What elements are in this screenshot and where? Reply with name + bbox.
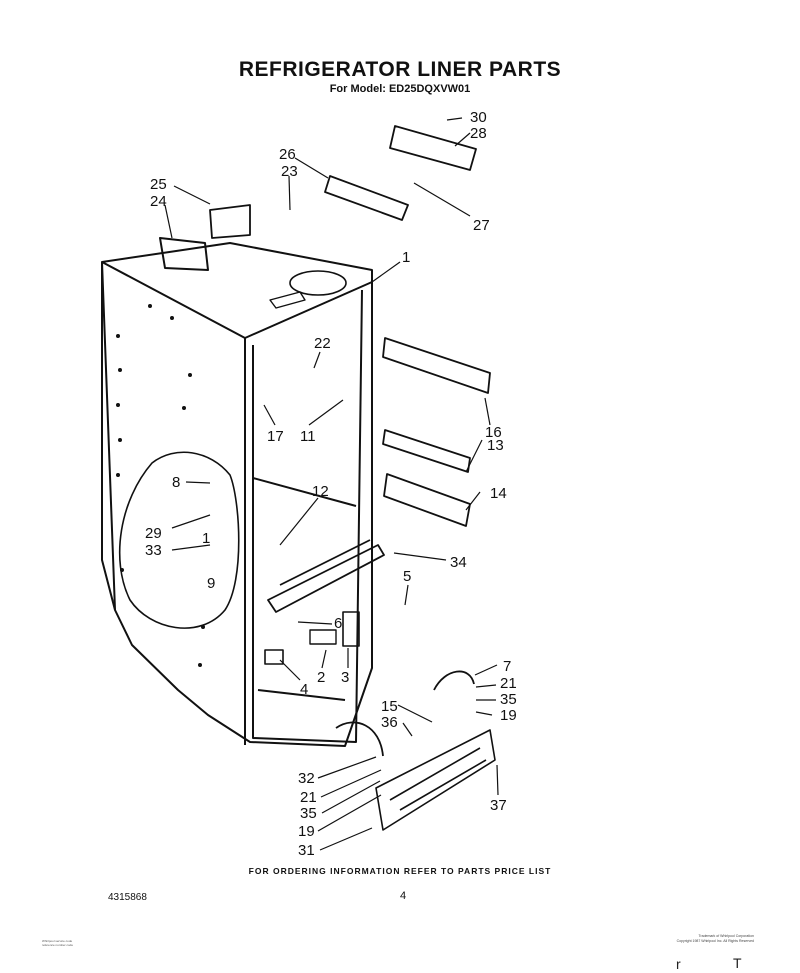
part-2	[309, 629, 337, 645]
stray-mark: r	[676, 956, 681, 972]
callout-24: 24	[150, 193, 167, 210]
stray-mark: T	[733, 955, 742, 971]
callout-25: 25	[150, 176, 167, 193]
callout-32: 32	[298, 770, 315, 787]
top-dome	[289, 270, 347, 296]
callout-30: 30	[470, 109, 487, 126]
callout-3: 3	[341, 669, 349, 686]
callout-37: 37	[490, 797, 507, 814]
liner-inner-floor	[252, 477, 357, 701]
page-title: REFRIGERATOR LINER PARTS	[238, 58, 562, 81]
ordering-note: FOR ORDERING INFORMATION REFER TO PARTS …	[248, 866, 552, 876]
callout-28: 28	[470, 125, 487, 142]
callout-26: 26	[279, 146, 296, 163]
shelf-34	[267, 539, 385, 613]
liner-top-edge	[101, 261, 373, 339]
bracket-26	[324, 175, 409, 221]
callout-11: 11	[300, 428, 316, 445]
liner-front-opening	[244, 289, 363, 745]
callout-22: 22	[314, 335, 331, 352]
fine-print-left: Whirlpool service code reference number …	[42, 939, 73, 947]
callout-35b: 35	[300, 805, 317, 822]
rail-13	[382, 429, 471, 473]
callout-7: 7	[503, 658, 511, 675]
callout-14: 14	[490, 485, 507, 502]
callout-1: 1	[402, 249, 410, 266]
callout-21: 21	[500, 675, 517, 692]
callout-12: 12	[312, 483, 329, 500]
callout-9: 9	[207, 575, 215, 592]
model-line: For Model: ED25DQXVW01	[329, 83, 471, 95]
fine-print-right-line: Copyright 1987 Whirlpool Inc. All Rights…	[676, 939, 754, 943]
callout-17: 17	[267, 428, 284, 445]
fine-print-left-line: Whirlpool service code	[42, 939, 73, 943]
callout-labels: 30 28 26 23 25 24 27 1 22 17 11 16 13 14…	[145, 109, 517, 859]
callout-31: 31	[298, 842, 315, 859]
callout-34: 34	[450, 554, 467, 571]
side-wall-dots	[116, 304, 205, 667]
part-3	[342, 611, 360, 647]
document-number: 4315868	[108, 892, 147, 903]
detail-loop	[118, 451, 240, 629]
callout-19: 19	[500, 707, 517, 724]
liner-outer-outline	[101, 242, 373, 747]
leader-lines	[164, 117, 499, 851]
callout-2: 2	[317, 669, 325, 686]
callout-13: 13	[487, 437, 504, 454]
liner-side-wall	[101, 262, 116, 611]
bracket-24	[159, 237, 209, 271]
callout-19b: 19	[298, 823, 315, 840]
fine-print-left-line: reference number code	[42, 943, 74, 947]
callout-16: 16	[485, 424, 502, 441]
callout-29: 29	[145, 525, 162, 542]
callout-35: 35	[500, 691, 517, 708]
callout-33: 33	[145, 542, 162, 559]
callout-8: 8	[172, 474, 180, 491]
callout-5: 5	[403, 568, 411, 585]
page-number: 4	[400, 890, 407, 902]
bracket-25	[209, 204, 251, 239]
part-4	[264, 649, 284, 665]
callout-1b: 1	[202, 530, 210, 547]
callout-23: 23	[281, 163, 298, 180]
tube-32	[335, 721, 384, 757]
rail-16	[382, 337, 491, 394]
rail-14	[383, 473, 471, 527]
fine-print-right: Trademark of Whirlpool Corporation Copyr…	[634, 934, 754, 944]
liner-drawing	[101, 125, 496, 831]
tube-7	[433, 670, 475, 691]
top-cutout	[269, 291, 306, 309]
callout-15: 15	[381, 698, 398, 715]
bracket-28	[389, 125, 477, 171]
callout-6: 6	[334, 615, 342, 632]
evaporator-31	[375, 729, 496, 831]
callout-4: 4	[300, 681, 308, 698]
fine-print-right-line: Trademark of Whirlpool Corporation	[698, 934, 754, 938]
callout-27: 27	[473, 217, 490, 234]
callout-36: 36	[381, 714, 398, 731]
callout-21b: 21	[300, 789, 317, 806]
